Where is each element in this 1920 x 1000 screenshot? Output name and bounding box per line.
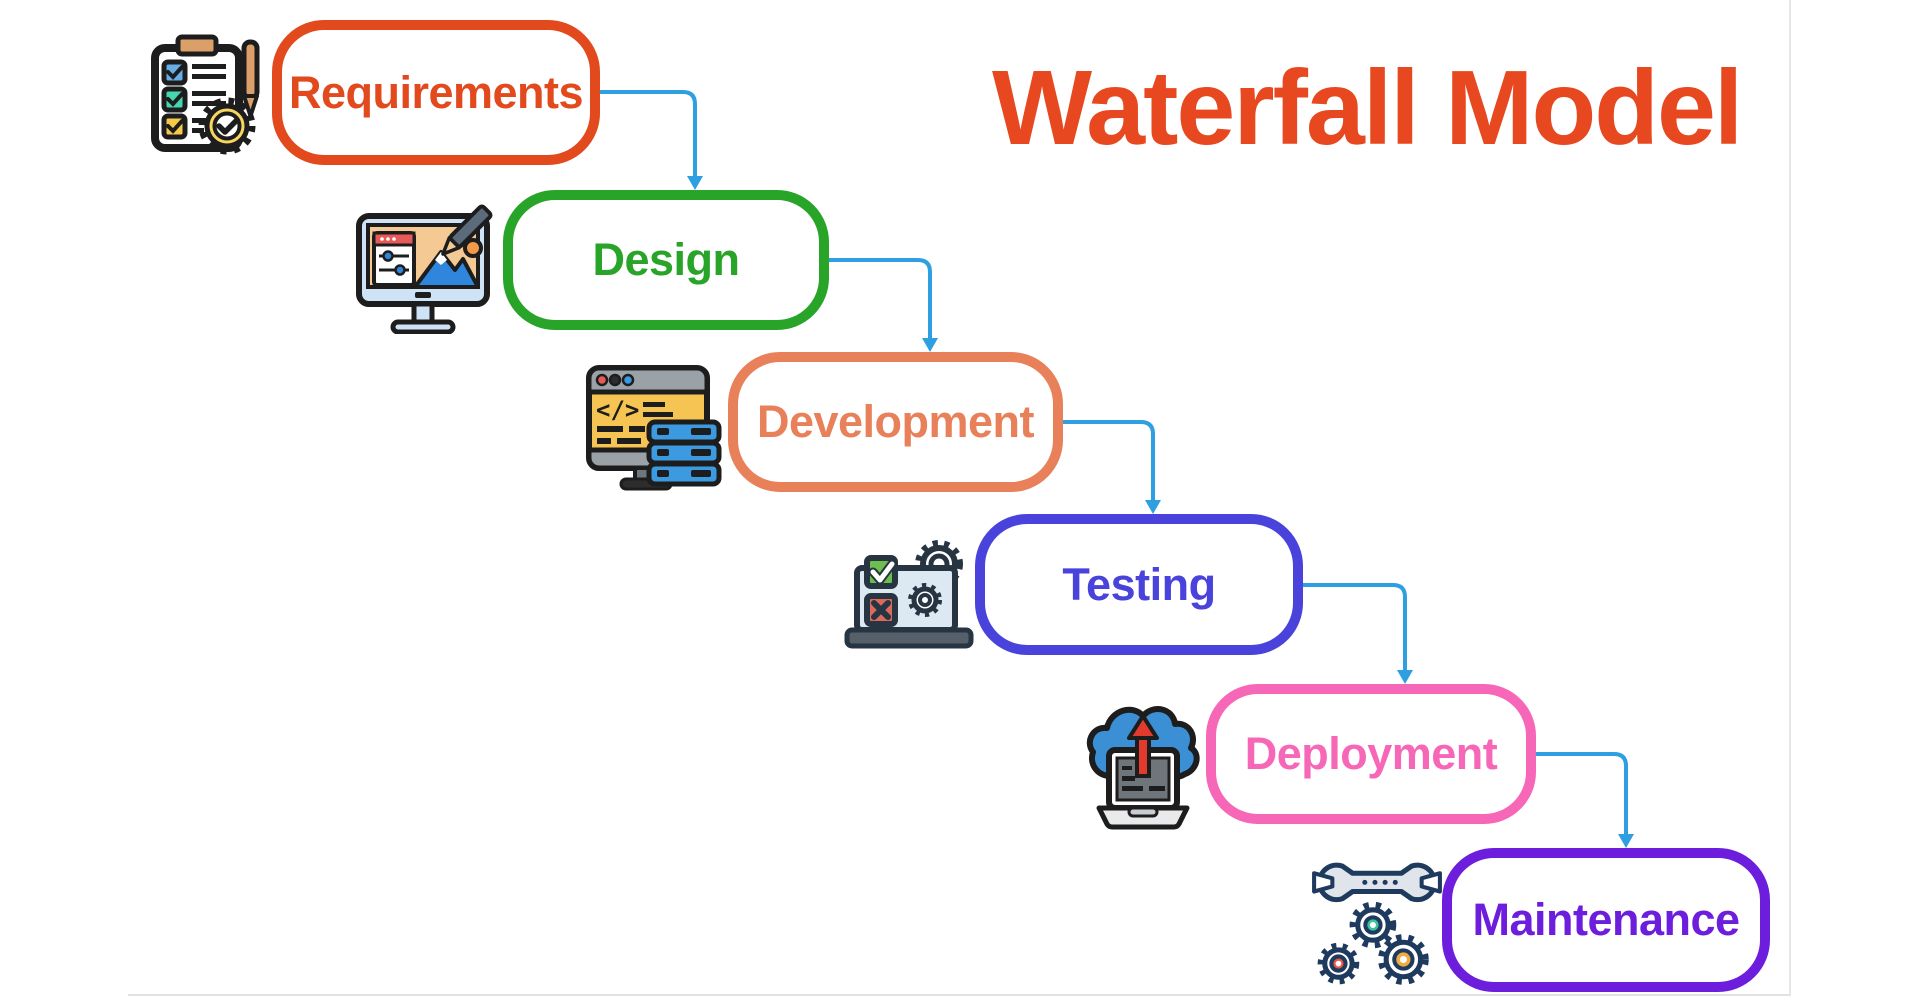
arrowhead-design-to-development [922, 338, 938, 352]
arrowhead-requirements-to-design [687, 176, 703, 190]
stage-box-testing: Testing [975, 514, 1303, 655]
stage-label-maintenance: Maintenance [1472, 894, 1740, 945]
stage-label-testing: Testing [1062, 558, 1216, 610]
arrowhead-testing-to-deployment [1397, 670, 1413, 684]
stage-box-deployment: Deployment [1206, 684, 1536, 824]
deployment-cloud-upload-icon [1086, 706, 1200, 830]
stage-label-design: Design [592, 234, 740, 285]
design-monitor-icon [356, 204, 493, 334]
diagram-title: Waterfall Model [992, 49, 1743, 167]
arrow-deployment-to-maintenance [1534, 752, 1628, 837]
arrow-design-to-development [827, 258, 932, 341]
testing-laptop-icon [844, 540, 974, 649]
stage-label-development: Development [756, 396, 1035, 447]
stage-box-requirements: Requirements [272, 20, 600, 165]
arrow-requirements-to-design [598, 90, 697, 179]
svg-text:</>: </> [596, 396, 639, 424]
maintenance-wrench-gears-icon [1312, 862, 1442, 985]
requirements-checklist-icon [151, 34, 260, 155]
arrowhead-development-to-testing [1145, 500, 1161, 514]
arrow-testing-to-deployment [1301, 583, 1407, 673]
stage-box-design: Design [503, 190, 829, 330]
stage-box-maintenance: Maintenance [1442, 848, 1770, 992]
stage-label-deployment: Deployment [1244, 728, 1498, 779]
stage-label-requirements: Requirements [288, 66, 584, 118]
arrowhead-deployment-to-maintenance [1618, 834, 1634, 848]
stage-box-development: Development [728, 352, 1063, 492]
development-code-window-icon: </> [586, 365, 722, 491]
arrow-development-to-testing [1061, 420, 1155, 503]
